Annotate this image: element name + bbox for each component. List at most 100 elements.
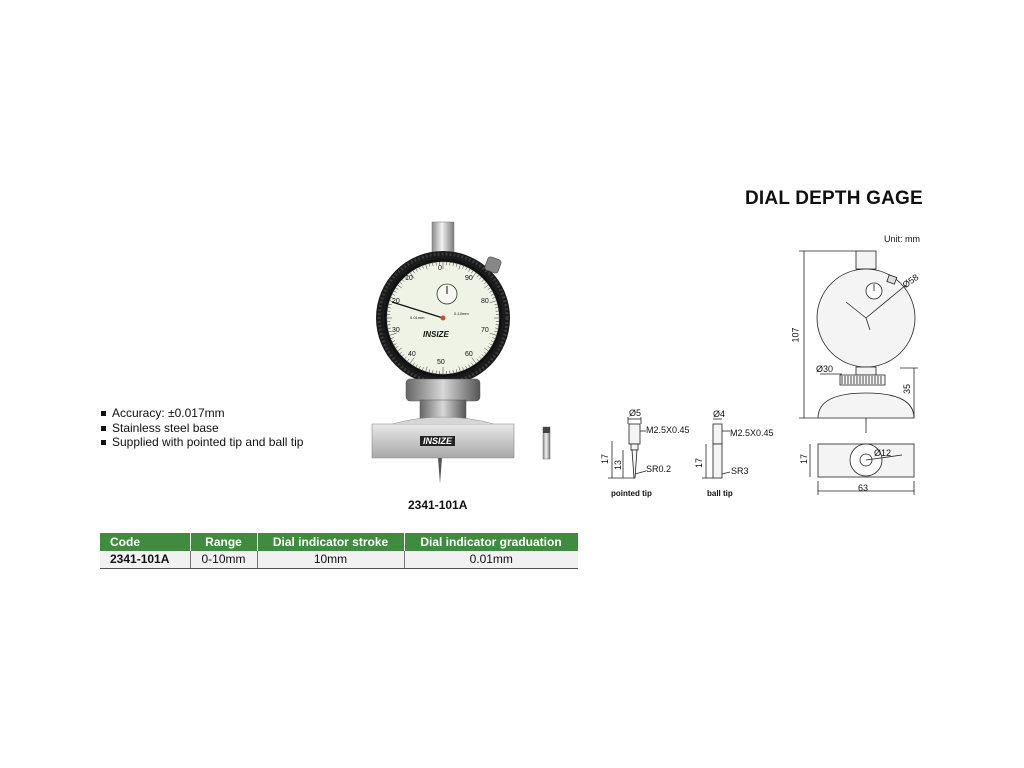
dial-tick bbox=[404, 356, 407, 359]
dial-tick bbox=[483, 351, 487, 354]
ball-tip-length: 17 bbox=[694, 457, 705, 469]
dial-tick bbox=[452, 370, 454, 374]
ball-tip-thread: M2.5X0.45 bbox=[730, 428, 774, 438]
table-cell-range: 0-10mm bbox=[190, 551, 258, 569]
dial-tick bbox=[484, 284, 489, 289]
model-caption: 2341-101A bbox=[408, 498, 468, 512]
dim-base-thickness: 17 bbox=[799, 453, 810, 465]
dial-tick bbox=[490, 293, 494, 296]
dial-tick bbox=[418, 267, 421, 271]
table-header-stroke: Dial indicator stroke bbox=[257, 533, 405, 551]
dial-tick bbox=[471, 270, 474, 274]
dial-tick bbox=[390, 297, 394, 299]
dial-tick bbox=[465, 267, 468, 271]
dim-overall-height: 107 bbox=[790, 327, 801, 343]
dial-tick bbox=[490, 340, 494, 343]
dial-tick bbox=[393, 343, 397, 346]
dial-tick bbox=[481, 354, 484, 357]
dial-tick bbox=[395, 287, 399, 290]
dial-tick bbox=[483, 282, 487, 285]
unit-label: Unit: mm bbox=[884, 234, 920, 244]
dial-tick bbox=[412, 362, 415, 366]
dial-tick bbox=[397, 284, 402, 289]
dial-tick bbox=[479, 356, 482, 359]
dial-tick bbox=[387, 327, 391, 329]
feature-item: Accuracy: ±0.017mm bbox=[100, 406, 303, 421]
table-header-code: Code bbox=[100, 533, 191, 551]
dial-tick bbox=[402, 354, 405, 357]
dial-tick bbox=[465, 365, 468, 369]
dial-tick bbox=[409, 357, 415, 364]
table-header-graduation: Dial indicator graduation bbox=[404, 533, 579, 551]
dial-tick bbox=[455, 263, 458, 267]
dial-tick bbox=[409, 272, 415, 279]
dial-tick bbox=[492, 297, 496, 299]
dial-tick bbox=[402, 279, 405, 282]
dial-tick bbox=[468, 268, 471, 272]
dial-tick bbox=[489, 343, 493, 346]
dial-tick bbox=[494, 303, 498, 306]
dial-tick bbox=[492, 337, 496, 339]
dial-tick bbox=[388, 303, 392, 306]
dial-tick bbox=[428, 369, 431, 373]
ball-tip-label: ball tip bbox=[707, 489, 733, 498]
table-header-row: Code Range Dial indicator stroke Dial in… bbox=[100, 533, 579, 551]
dial-tick bbox=[455, 369, 458, 373]
feature-list: Accuracy: ±0.017mm Stainless steel base … bbox=[100, 406, 303, 450]
dial-tick bbox=[489, 300, 497, 304]
dial-tick bbox=[425, 366, 428, 372]
dial-tick bbox=[495, 327, 499, 329]
spec-table: Code Range Dial indicator stroke Dial in… bbox=[100, 533, 579, 569]
dial-tick bbox=[495, 307, 499, 309]
dial-tick bbox=[387, 307, 391, 309]
dial-tick bbox=[415, 364, 418, 368]
dial-tick bbox=[487, 346, 491, 349]
dial-tick bbox=[404, 277, 407, 280]
dial-tick bbox=[407, 358, 410, 362]
pointed-tip-thread: M2.5X0.45 bbox=[646, 425, 690, 435]
dial-tick bbox=[397, 347, 402, 352]
dial-tick bbox=[471, 357, 477, 364]
dial-tick bbox=[468, 364, 471, 368]
dial-tick bbox=[395, 346, 399, 349]
dial-tick bbox=[471, 362, 474, 366]
table-cell-graduation: 0.01mm bbox=[404, 551, 578, 569]
feature-item: Stainless steel base bbox=[100, 421, 303, 436]
dim-base-hole: Ø12 bbox=[874, 448, 892, 458]
table-header-range: Range bbox=[190, 533, 258, 551]
pointed-tip-radius: SR0.2 bbox=[646, 464, 672, 474]
dial-tick bbox=[458, 264, 461, 270]
dial-tick bbox=[418, 365, 421, 369]
dim-stem-dia: Ø30 bbox=[816, 364, 834, 374]
table-cell-stroke: 10mm bbox=[257, 551, 405, 569]
dial-tick bbox=[422, 367, 424, 371]
dim-base-length: 63 bbox=[858, 483, 869, 493]
dial-tick bbox=[392, 340, 396, 343]
dial-tick bbox=[393, 290, 397, 293]
dial-tick bbox=[458, 366, 461, 372]
dial-tick bbox=[428, 263, 431, 267]
dial-tick bbox=[407, 274, 410, 278]
dial-tick bbox=[432, 262, 434, 266]
dial-tick bbox=[399, 351, 403, 354]
pointed-tip-label: pointed tip bbox=[611, 489, 652, 498]
dial-tick bbox=[388, 330, 392, 333]
dial-tick bbox=[471, 272, 477, 279]
dim-dial-dia: Ø58 bbox=[900, 272, 921, 290]
dial-tick bbox=[389, 332, 397, 336]
dial-tick bbox=[422, 265, 424, 269]
dial-tick bbox=[452, 262, 454, 266]
dial-tick bbox=[390, 337, 394, 339]
dim-base-height: 35 bbox=[902, 383, 913, 395]
dial-tick bbox=[494, 330, 498, 333]
pointed-tip-length: 17 bbox=[600, 453, 611, 465]
dial-tick bbox=[487, 287, 491, 290]
dial-tick bbox=[415, 268, 418, 272]
ball-tip-dia: Ø4 bbox=[713, 409, 726, 419]
dial-ticks bbox=[387, 262, 499, 374]
dial-tick bbox=[489, 290, 493, 293]
dial-tick bbox=[462, 265, 464, 269]
